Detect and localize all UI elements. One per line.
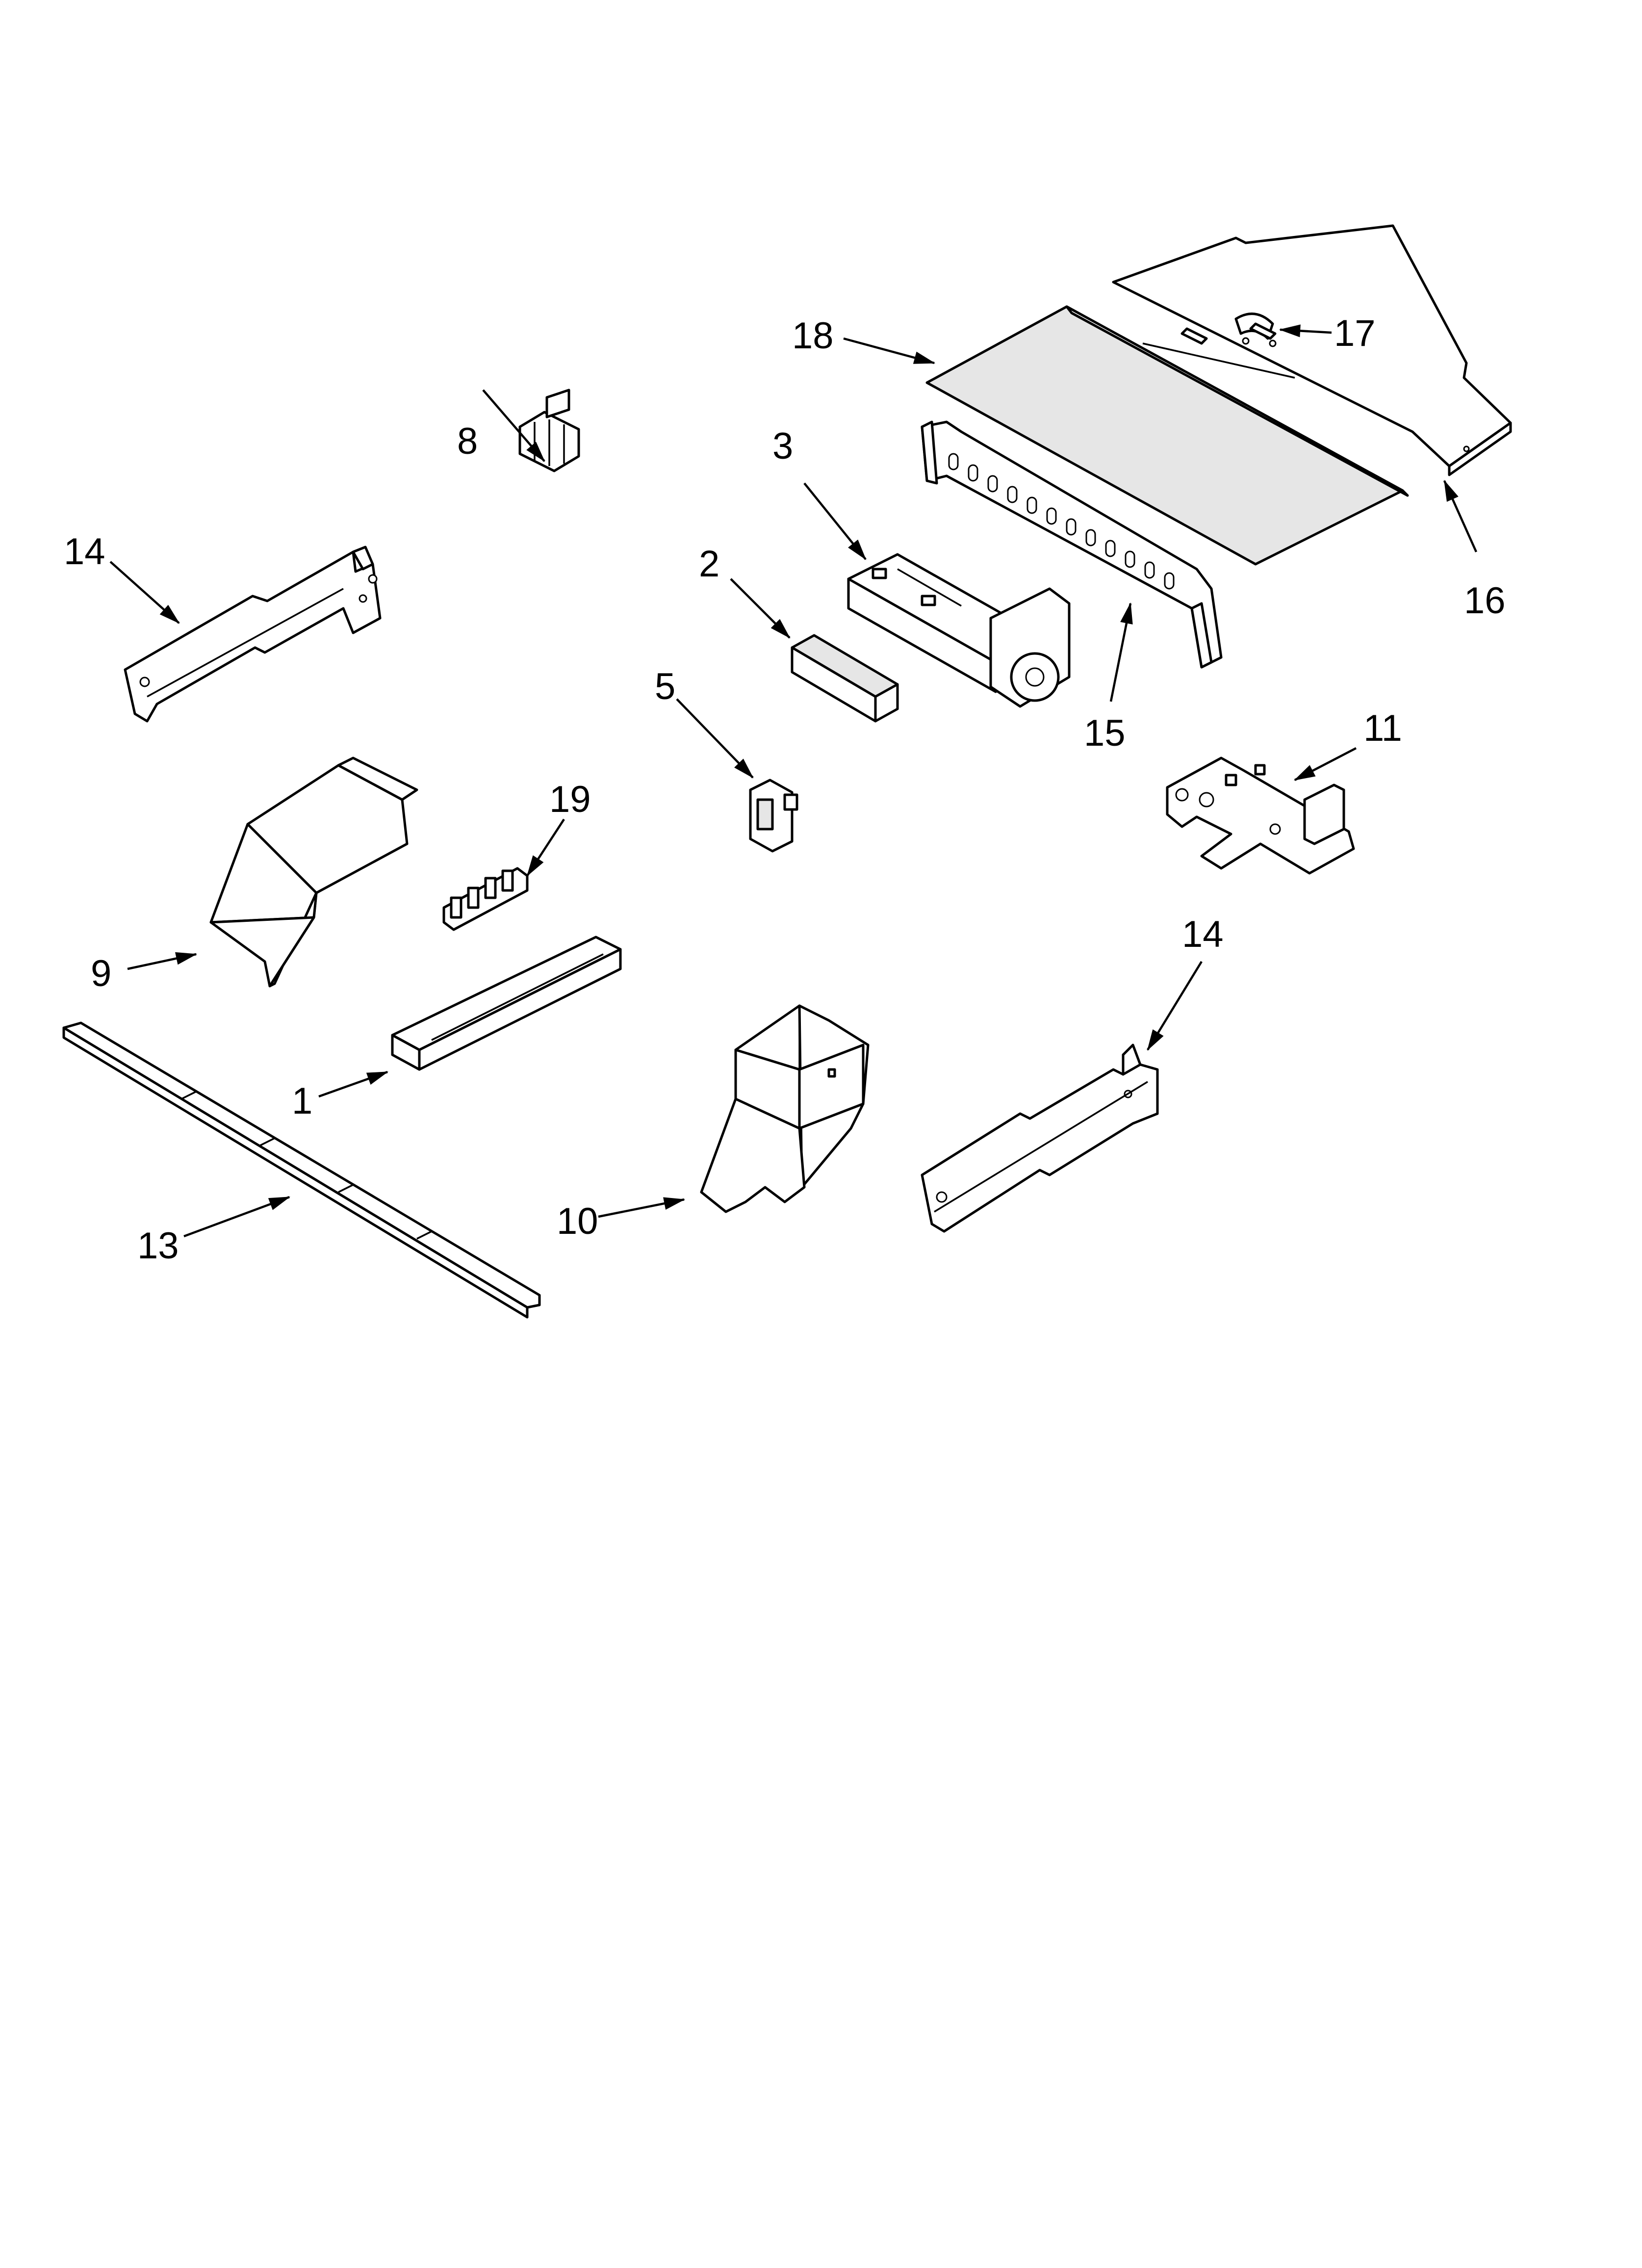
part-2-foam-block: [791, 634, 899, 723]
part-1-channel: [391, 936, 622, 1071]
callout-14-left: 14: [64, 531, 105, 573]
leader-14a: [109, 561, 180, 624]
callout-3: 3: [772, 425, 793, 467]
part-9-duct: [209, 756, 418, 988]
callout-16: 16: [1464, 580, 1506, 622]
leader-9: [127, 952, 198, 970]
part-14-left-bracket: [124, 546, 382, 723]
callout-10: 10: [557, 1200, 598, 1242]
leader-14b: [1147, 961, 1203, 1051]
leader-5: [676, 698, 754, 779]
callout-13: 13: [137, 1225, 179, 1267]
callout-17: 17: [1334, 313, 1376, 354]
leader-16: [1443, 480, 1478, 552]
part-8-transformer: [518, 389, 580, 472]
part-3-control-module: [847, 553, 1071, 708]
part-5-switch: [749, 779, 798, 853]
part-14-right-bracket: [921, 1043, 1159, 1233]
callout-labels: 18 17 16 3 8 14 2 15 5 11 19 9 14 1 10 1…: [64, 313, 1506, 1267]
part-19-terminal-block: [442, 867, 529, 931]
leader-lines: [109, 324, 1478, 1238]
leader-10: [598, 1197, 686, 1218]
part-16-top-panel: [1112, 224, 1512, 476]
leader-2: [730, 578, 791, 639]
callout-19: 19: [549, 779, 591, 820]
leader-15: [1109, 602, 1133, 702]
leader-19: [526, 818, 565, 877]
callout-18: 18: [792, 315, 834, 357]
leader-17: [1279, 324, 1332, 338]
leader-13: [183, 1196, 291, 1238]
callout-9: 9: [91, 953, 111, 994]
callout-15: 15: [1084, 712, 1126, 754]
part-10-lower-duct: [700, 1004, 870, 1213]
callout-14-right: 14: [1182, 913, 1224, 955]
callout-11: 11: [1363, 707, 1402, 749]
callout-2: 2: [699, 543, 719, 585]
callout-5: 5: [655, 666, 675, 707]
part-15-perforated-bracket: [921, 420, 1223, 669]
leader-11: [1294, 747, 1357, 781]
leader-3: [803, 482, 867, 560]
bracket-slots: [948, 453, 1175, 590]
part-18-shield-plate: [925, 305, 1409, 566]
callout-8: 8: [457, 420, 478, 462]
leader-18: [843, 337, 936, 365]
part-13-long-rail: [62, 1021, 541, 1319]
leader-8: [482, 389, 545, 462]
part-11-mounting-plate: [1166, 756, 1355, 875]
callout-1: 1: [292, 1080, 312, 1122]
leader-1: [318, 1070, 389, 1098]
